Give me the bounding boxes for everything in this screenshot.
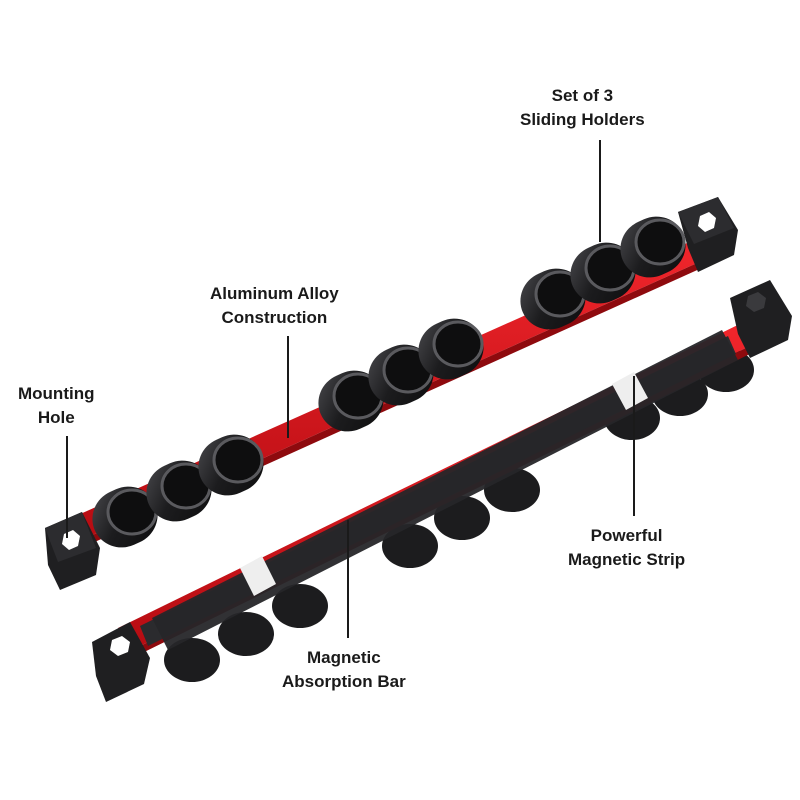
right-end-cap (678, 197, 738, 272)
callout-magnetic-strip: Powerful Magnetic Strip (568, 524, 685, 572)
socket (570, 242, 636, 304)
callout-line: Magnetic (307, 648, 381, 667)
socket (418, 318, 484, 380)
left-end-cap (45, 512, 100, 590)
strip-gap (612, 372, 648, 410)
leader-line (347, 520, 349, 638)
bottom-rail (92, 280, 792, 702)
callout-line: Powerful (590, 526, 663, 545)
callout-sliding-holders: Set of 3 Sliding Holders (520, 84, 645, 132)
socket (92, 486, 158, 548)
socket-holder-group-1 (92, 434, 264, 548)
bottom-right-hole-icon (746, 292, 766, 312)
callout-line: Mounting (18, 384, 95, 403)
callout-line: Construction (221, 308, 328, 327)
socket (620, 216, 686, 278)
bottom-right-end-cap (730, 280, 792, 358)
right-mounting-hole-icon (698, 212, 716, 232)
bottom-left-hole-icon (110, 636, 130, 656)
rear-sockets (164, 348, 754, 682)
callout-mounting-hole: Mounting Hole (18, 382, 94, 430)
socket-holder-group-3 (520, 216, 686, 330)
callout-line: Hole (37, 408, 75, 427)
callout-aluminum-alloy: Aluminum Alloy Construction (210, 282, 339, 330)
leader-line (287, 336, 289, 438)
socket-holder-group-2 (318, 318, 484, 432)
leader-line (633, 376, 635, 516)
callout-line: Sliding Holders (520, 110, 645, 129)
callout-line: Absorption Bar (282, 672, 406, 691)
bottom-left-end-cap (92, 622, 150, 702)
leader-line (66, 436, 68, 538)
magnetic-strip-face (152, 330, 738, 650)
callout-line: Aluminum Alloy (210, 284, 339, 303)
socket (146, 460, 212, 522)
socket (198, 434, 264, 496)
callout-absorption-bar: Magnetic Absorption Bar (282, 646, 406, 694)
socket (520, 268, 586, 330)
callout-line: Set of 3 (551, 86, 614, 105)
callout-line: Magnetic Strip (568, 550, 686, 569)
leader-line (599, 140, 601, 242)
strip-gap (240, 556, 276, 596)
